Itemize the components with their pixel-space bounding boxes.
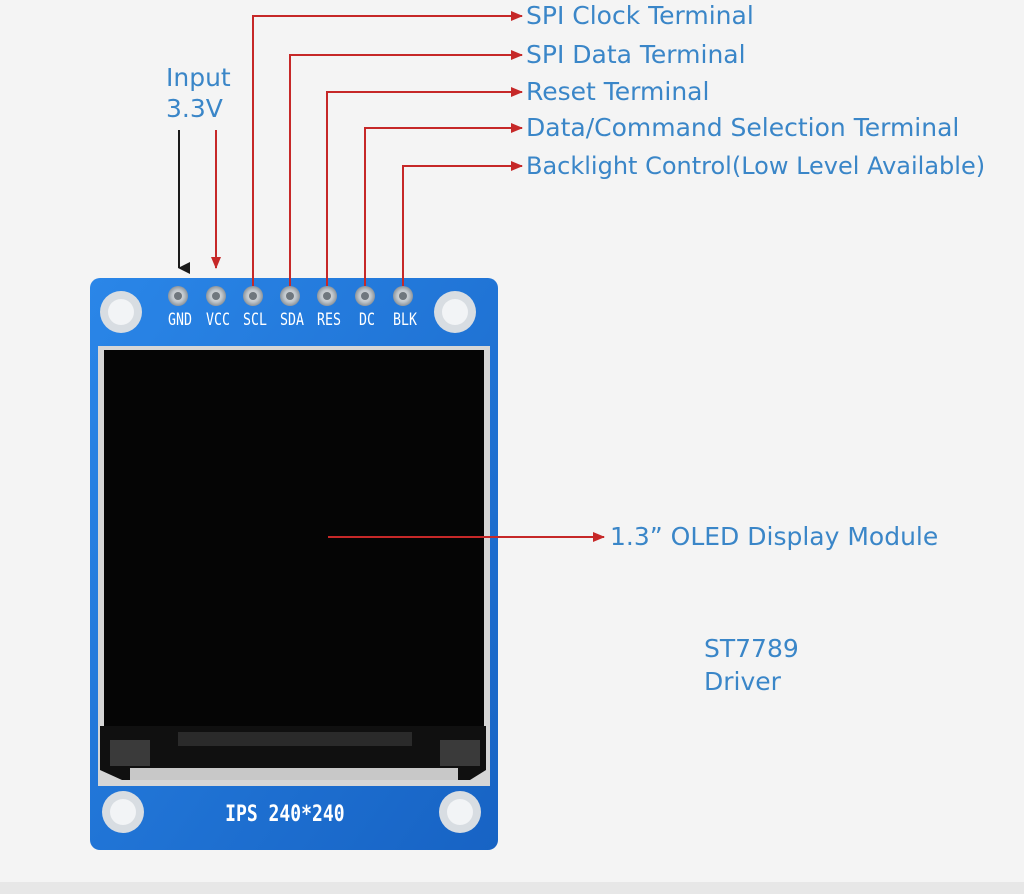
label-backlight: Backlight Control(Low Level Available) — [526, 152, 986, 180]
pin-label-dc: DC — [359, 310, 375, 330]
leader-blk — [402, 161, 523, 286]
mounting-hole-top-right — [434, 291, 476, 333]
pin-label-scl: SCL — [243, 310, 267, 330]
pin-label-res: RES — [317, 310, 341, 330]
leader-scl — [252, 11, 523, 286]
power-input-line1: Input — [166, 63, 231, 92]
pin-label-vcc: VCC — [206, 310, 230, 330]
leader-sda — [289, 50, 523, 286]
page-bottom-strip — [0, 882, 1024, 894]
driver-line2: Driver — [704, 667, 781, 696]
label-spi-clock: SPI Clock Terminal — [526, 1, 754, 30]
driver-label: ST7789 Driver — [704, 632, 799, 698]
pin-leader-lines — [211, 11, 605, 542]
pin-header — [168, 286, 413, 306]
pin-label-sda: SDA — [280, 310, 304, 330]
driver-line1: ST7789 — [704, 634, 799, 663]
pcb-board — [90, 278, 498, 850]
label-reset: Reset Terminal — [526, 77, 710, 106]
mounting-hole-top-left — [100, 291, 142, 333]
pin-label-gnd: GND — [168, 310, 192, 330]
leader-dc — [364, 123, 523, 286]
label-data-command: Data/Command Selection Terminal — [526, 113, 960, 142]
label-spi-data: SPI Data Terminal — [526, 40, 746, 69]
power-input-line2: 3.3V — [166, 94, 223, 123]
mounting-hole-bottom-right — [439, 791, 481, 833]
display-flex-region — [100, 726, 486, 780]
power-input-label: Input 3.3V — [166, 62, 231, 124]
board-resolution-text: IPS 240*240 — [225, 802, 345, 827]
display-module-label: 1.3” OLED Display Module — [610, 522, 939, 551]
mounting-hole-bottom-left — [102, 791, 144, 833]
leader-res — [326, 87, 523, 286]
pin-label-blk: BLK — [393, 310, 417, 330]
